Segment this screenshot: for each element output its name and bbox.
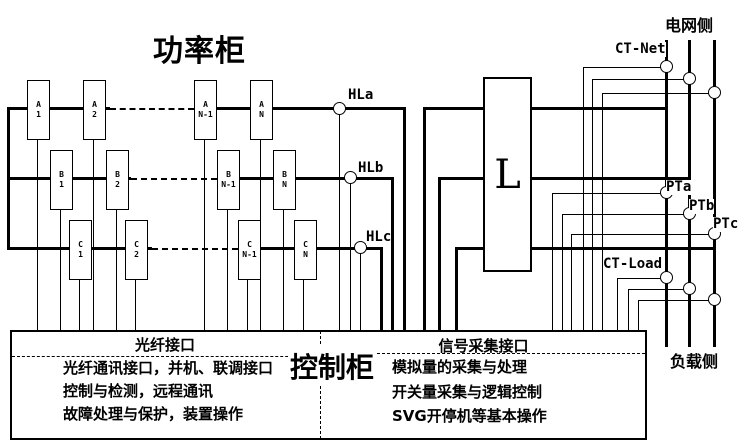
ct-load-signal-line <box>638 300 714 301</box>
fiber-line <box>37 138 38 330</box>
hla-sensor-circle <box>333 102 346 115</box>
cabinet-left-separator <box>12 356 318 357</box>
phase-b-bus-wrap-down <box>391 177 394 330</box>
phase-b-line-to-grid <box>438 177 690 180</box>
fiber-line <box>135 278 136 330</box>
cabinet-left-item: 故障处理与保护，装置操作 <box>63 405 244 423</box>
hlb-sensor-circle <box>344 171 357 184</box>
ct-load-signal-line <box>628 289 629 330</box>
reactor-label: L <box>494 151 521 198</box>
ct-net-circle-a <box>660 60 673 73</box>
fiber-line <box>93 138 94 330</box>
pt-signal-line <box>571 234 714 235</box>
ct-net-signal-line <box>602 93 714 94</box>
fiber-line <box>116 208 117 330</box>
pt-signal-line <box>552 193 553 330</box>
cabinet-left-item: 光纤通讯接口，并机、联调接口 <box>63 359 274 377</box>
phase-b-bus-right <box>217 177 394 180</box>
pt-signal-line <box>552 193 666 194</box>
ct-net-circle-b <box>683 72 696 85</box>
phase-a-bus-right <box>194 107 406 110</box>
phase-a-riser <box>423 107 426 330</box>
ct-load-circle-c <box>708 293 721 306</box>
cabinet-right-separator <box>322 353 645 354</box>
phase-c-line-to-grid <box>455 247 715 250</box>
ptc-label: PTc <box>713 216 739 232</box>
phase-a-bus-left <box>7 107 110 110</box>
hlc-signal-line <box>360 248 361 330</box>
ptb-label: PTb <box>689 198 715 214</box>
fiber-line <box>227 208 228 330</box>
phase-c-riser <box>455 247 458 330</box>
ct-net-signal-line <box>583 67 584 330</box>
fiber-line <box>303 278 304 330</box>
pt-signal-line <box>562 214 563 330</box>
phase-a-bus-wrap-down <box>403 107 406 330</box>
ct-net-circle-c <box>708 86 721 99</box>
cabinet-right-item: 开关量采集与逻辑控制 <box>392 383 543 401</box>
signal-interface-header: 信号采集接口 <box>438 337 529 355</box>
phase-c-bus-wrap-down <box>380 247 383 330</box>
hla-label: HLa <box>348 87 374 103</box>
power-cabinet-title: 功率柜 <box>153 34 246 69</box>
fiber-line <box>204 138 205 330</box>
grid-feeder-line-c <box>713 40 716 347</box>
phase-b-riser <box>438 177 441 330</box>
phase-a-bus-dashed <box>110 108 194 110</box>
reactor-box: L <box>483 77 532 272</box>
cabinet-right-item: 模拟量的采集与处理 <box>392 358 528 376</box>
fiber-line <box>79 278 80 330</box>
phase-c-bus-dashed <box>152 248 238 250</box>
ct-load-label: CT-Load <box>603 256 663 272</box>
ct-load-signal-line <box>638 300 639 330</box>
phase-a-line-to-grid <box>423 107 667 110</box>
bus-left-connector <box>7 107 10 250</box>
ct-load-signal-line <box>617 278 618 330</box>
ct-load-circle-b <box>683 282 696 295</box>
ct-net-signal-line <box>592 79 689 80</box>
ct-net-signal-line <box>592 79 593 330</box>
ct-load-circle-a <box>660 271 673 284</box>
fiber-line <box>283 208 284 330</box>
ct-net-label: CT-Net <box>615 41 666 57</box>
pt-signal-line <box>571 234 572 330</box>
ct-load-signal-line <box>628 289 689 290</box>
fiber-line <box>247 278 248 330</box>
hlb-label: HLb <box>358 160 384 176</box>
phase-b-bus-dashed <box>131 178 217 180</box>
hlc-label: HLc <box>366 229 392 245</box>
load-side-label: 负载侧 <box>670 352 719 371</box>
hla-signal-line <box>339 109 340 330</box>
ct-net-signal-line <box>602 93 603 330</box>
cabinet-left-item: 控制与检测，远程通讯 <box>63 382 214 400</box>
fiber-interface-header: 光纤接口 <box>134 336 195 354</box>
ct-net-signal-line <box>583 67 666 68</box>
grid-side-label: 电网侧 <box>665 16 714 35</box>
pta-label: PTa <box>666 179 692 195</box>
control-cabinet-title: 控制柜 <box>288 346 377 386</box>
ct-load-signal-line <box>617 278 666 279</box>
pt-signal-line <box>562 214 689 215</box>
hlb-signal-line <box>350 178 351 330</box>
fiber-line <box>60 208 61 330</box>
hlc-sensor-circle <box>354 241 367 254</box>
cabinet-right-item: SVG开停机等基本操作 <box>392 407 547 425</box>
